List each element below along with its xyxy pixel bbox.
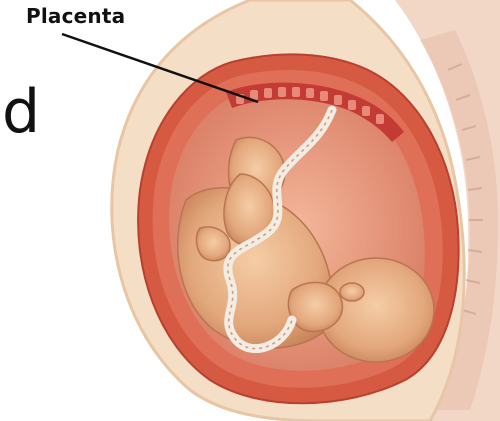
placenta-label: Placenta — [26, 4, 125, 28]
cropped-text-fragment: d — [2, 82, 40, 142]
